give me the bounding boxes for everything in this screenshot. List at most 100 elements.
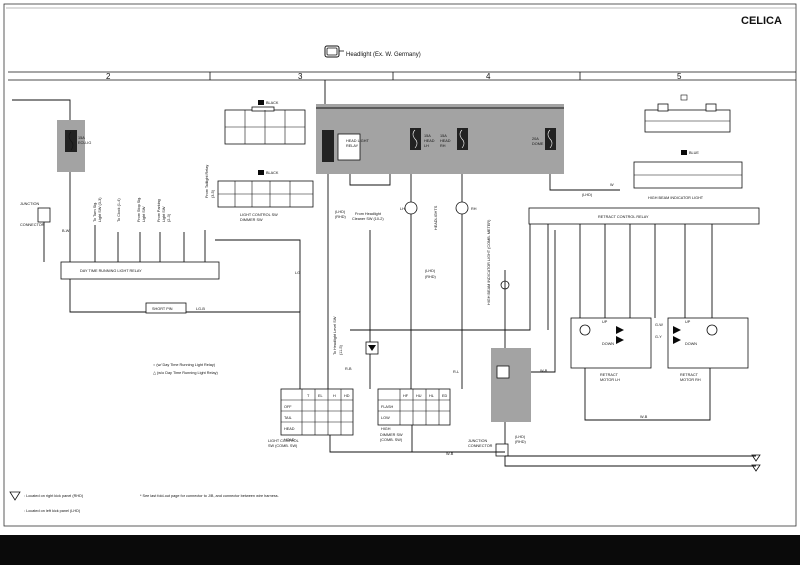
svg-text:BLACK: BLACK (266, 171, 279, 175)
model-title: CELICA (741, 15, 782, 27)
wire-label-wb-center: W-B (540, 369, 548, 373)
ref-parking-3: (2-3) (167, 213, 171, 222)
retract-relay-box (528, 207, 760, 225)
ref-tail-light-relay-1: From Taillight Relay (205, 165, 209, 198)
fuse-dome-amp: 20A (532, 137, 539, 141)
light-control-sw-label-1: LIGHT CONTROL SW (240, 213, 278, 217)
footer-note-3: * See last fold-out page for connector t… (140, 494, 279, 498)
jc-bottom-2: CONNECTOR (468, 444, 493, 448)
legend-drl-without: △ (w/o Day Time Running Light Relay) (153, 371, 218, 375)
wire-label-rb: R-B (345, 367, 352, 371)
junction-gray-lower (491, 348, 531, 422)
high-beam-indicator-light: HIGH BEAM INDICATOR LIGHT (648, 196, 704, 200)
ref-turn-sig-2: Light SW (3-3) (98, 197, 102, 222)
svg-text:RH: RH (471, 207, 477, 211)
wire-label-rl: R-L (453, 370, 459, 374)
footer-note-1: : Located on right kick panel (RHD) (24, 494, 84, 498)
marker-lhd-3: (LHD) (425, 269, 436, 273)
retract-motor-rh-1: RETRACT (680, 373, 699, 377)
dm-col-hl: HL (429, 394, 434, 398)
footer-note-2: : Located on left kick panel (LHD) (24, 509, 81, 513)
ref-parking-2: Light SW (162, 206, 166, 222)
lc-row-hold: HOLD (284, 438, 295, 442)
wiring (12, 80, 756, 467)
junction-connector-left (37, 207, 51, 223)
headlight-icon (324, 45, 344, 58)
column-3: 3 (298, 72, 303, 81)
column-2: 2 (106, 72, 111, 81)
system-title: Headlight (Ex. W. Germany) (346, 52, 421, 58)
lc-row-off: OFF (284, 405, 292, 409)
dm-col-ed: ED (442, 394, 448, 398)
retract-motor-lh: UP DOWN (570, 317, 652, 369)
ground-symbol-legend (9, 491, 21, 501)
dimmer-switch-table (377, 388, 451, 426)
lc-col-t: T (307, 394, 310, 398)
fuse-ecu-ig-amp: 15A (78, 136, 85, 140)
light-control-sw-label-2: DIMMER SW (240, 218, 263, 222)
headlight-lh: LH (400, 201, 418, 215)
connector-black-b: BLACK (217, 170, 314, 208)
short-pin-label: SHORT PIN (152, 307, 173, 311)
fuse-head-lh-amp: 15A (424, 134, 431, 138)
jc-bottom-1: JUNCTION (468, 439, 487, 443)
short-pin-box (145, 302, 187, 314)
dm-row-flash: FLASH (381, 405, 393, 409)
fuse-head-rh-2: RH (440, 144, 446, 148)
ground-symbol-2 (751, 464, 761, 472)
wire-label-lg: LG (295, 271, 300, 275)
column-4: 4 (486, 72, 491, 81)
jc-left-1: JUNCTION (20, 202, 39, 206)
wire-label-w: W (610, 183, 614, 187)
marker-rhd-4: (RHD) (515, 440, 526, 444)
ref-headlight-cleaner-1: From Headlight (355, 212, 382, 216)
connector-right-top (644, 94, 731, 133)
retract-motor-lh-1: RETRACT (600, 373, 619, 377)
dm-row-low: LOW (381, 416, 390, 420)
light-control-sw-bottom-2: SW (COMB. SW) (268, 444, 298, 448)
page-border (3, 3, 797, 527)
ref-headlight-level-1: To Headlight Level SW (333, 316, 337, 355)
dm-row-high: HIGH (381, 427, 391, 431)
dm-col-hu: HU (416, 394, 422, 398)
dimmer-sw-label-2: (COMB. SW) (380, 438, 403, 442)
lc-col-el: EL (318, 394, 323, 398)
fuse-dome-name: DOME (532, 142, 544, 146)
ref-stop-sig-1: From Stop Sig. (137, 197, 141, 222)
high-beam-indicator-vert: HIGH BEAM INDICATOR LIGHT (COMB. METER) (487, 219, 491, 305)
marker-lhd-2: (LHD) (582, 193, 593, 197)
retract-motor-rh-2: MOTOR RH (680, 378, 701, 382)
marker-lhd-1: (LHD) (335, 210, 346, 214)
connector-black-a: BLACK (224, 100, 306, 145)
svg-text:DOWN: DOWN (602, 342, 614, 346)
wire-label-gw: G-W (655, 323, 663, 327)
connector-blue: BLUE (633, 150, 743, 189)
retract-relay-label: RETRACT CONTROL RELAY (598, 215, 649, 219)
ref-parking-1: From Parking (157, 199, 161, 222)
light-control-sw-bottom-1: LIGHT CONTROL (268, 439, 299, 443)
svg-text:BLACK: BLACK (266, 101, 279, 105)
ref-stop-sig-2: Light SW (142, 206, 146, 222)
legend-drl-with: ○ (w/ Day Time Running Light Relay) (153, 363, 216, 367)
scan-edge-band (0, 535, 800, 565)
marker-rhd-3: (RHD) (425, 275, 436, 279)
fuse-head-rh-1: HEAD (440, 139, 451, 143)
ref-headlight-cleaner-2: Cleaner SW (10-2) (352, 217, 384, 221)
ref-headlight-level-2: (11-5) (339, 344, 343, 355)
dm-col-hf: HF (403, 394, 409, 398)
column-5: 5 (677, 72, 682, 81)
head-light-relay-2: RELAY (346, 144, 359, 148)
lc-row-head: HEAD (284, 427, 295, 431)
headlight-rh: RH (455, 201, 477, 215)
lc-col-h: H (333, 394, 336, 398)
fuse-head-lh-2: LH (424, 144, 429, 148)
wire-label-lgb: LG-B (196, 307, 205, 311)
lc-col-hd: HD (344, 394, 350, 398)
jc-left-2: CONNECTOR (20, 223, 45, 227)
junction-connector-bottom (495, 443, 509, 457)
lc-row-tail: TAIL (284, 416, 292, 420)
diode-center (365, 341, 379, 355)
headlights-label: HEADLIGHTS (434, 205, 438, 230)
svg-text:UP: UP (685, 320, 691, 324)
